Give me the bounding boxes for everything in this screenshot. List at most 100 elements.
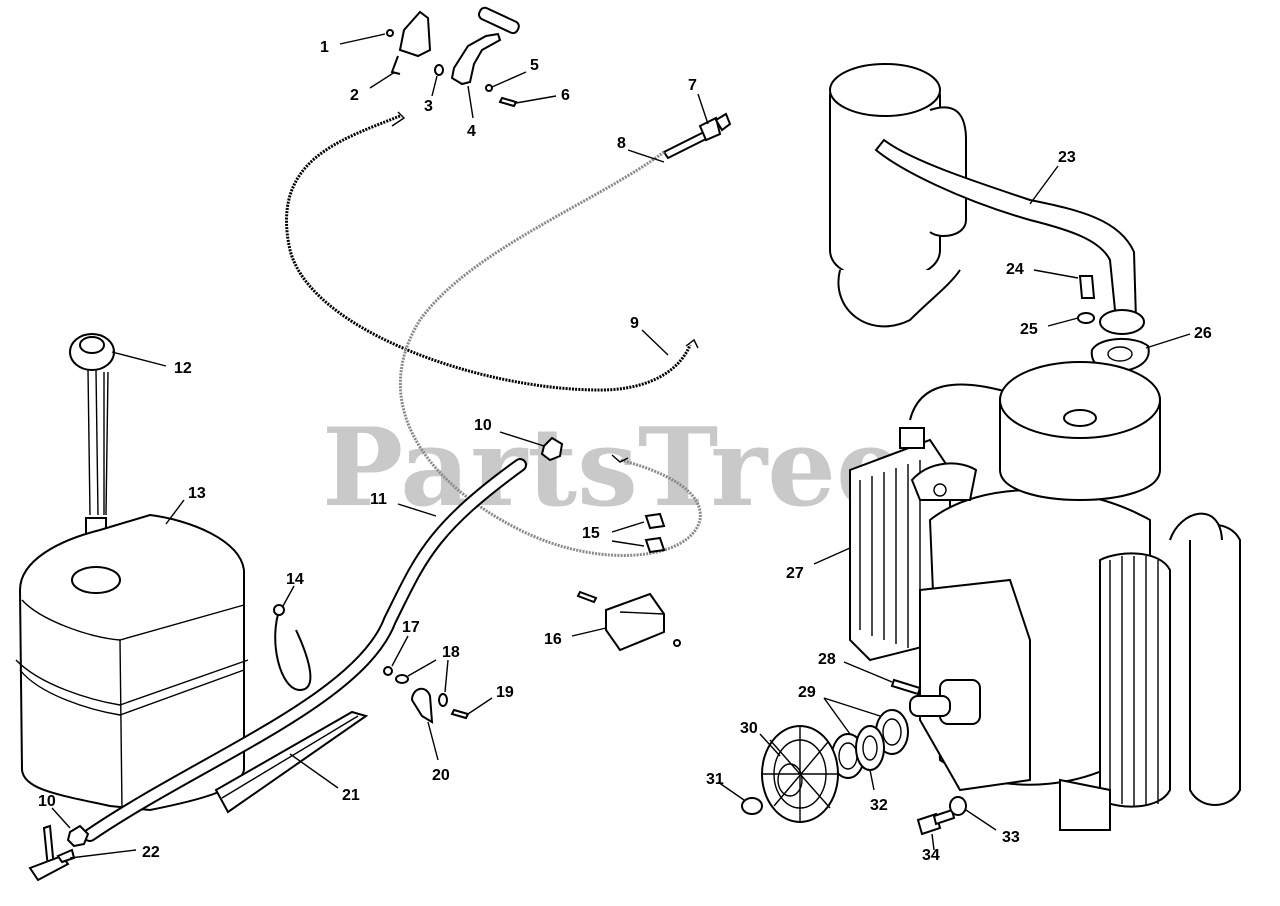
callout-22[interactable]: 22 [142,844,160,861]
carburetor-hole [933,483,947,497]
callout-34[interactable]: 34 [922,847,940,864]
muffler-assembly [829,63,1150,374]
callout-29[interactable]: 29 [798,684,816,701]
part-4-lever-knob [477,6,520,35]
tank-corner-edge [119,639,123,811]
part-20-clamp[interactable] [410,687,434,724]
air-cleaner-nut [1063,409,1097,427]
engine-mount [1059,778,1111,831]
callout-6[interactable]: 6 [561,87,570,104]
part-9-throttle-cable[interactable] [285,114,692,392]
callout-2[interactable]: 2 [350,87,359,104]
muffler-top [829,63,941,117]
callout-7[interactable]: 7 [688,77,697,94]
left-cylinder-fins [859,460,921,648]
engine-assembly [849,361,1241,831]
callout-24[interactable]: 24 [1006,261,1024,278]
bearing-hole [862,735,878,761]
callout-10-top[interactable]: 10 [474,417,492,434]
part-5-nut[interactable] [485,84,493,92]
part-18-washer-right[interactable] [438,693,448,707]
part-14-clip-ring [273,604,285,616]
part-22-fuel-fitting[interactable] [28,824,76,882]
leader-lines [51,33,1191,859]
part-31-washer[interactable] [741,797,763,815]
part-2-bracket-tab [390,55,401,75]
part-24-bolt[interactable] [1078,275,1096,299]
callout-8[interactable]: 8 [617,135,626,152]
callout-9[interactable]: 9 [630,315,639,332]
part-2-bracket[interactable] [398,10,432,58]
choke-cable-assembly [662,112,732,160]
part-4-lever[interactable] [450,32,502,86]
part-10-clamp-top[interactable] [540,436,564,462]
fuel-cap-center [79,336,105,354]
right-cylinder-cover [1189,524,1241,806]
callout-4[interactable]: 4 [467,123,476,140]
fuel-gauge-tubes [87,369,109,516]
part-32-bearing[interactable] [855,725,885,771]
throttle-cable-end [391,111,406,127]
carburetor-plate [910,462,978,501]
part-25-washer[interactable] [1077,312,1095,324]
callout-33[interactable]: 33 [1002,829,1020,846]
part-6-bolt[interactable] [498,96,518,108]
callout-26[interactable]: 26 [1194,325,1212,342]
part-7-nut[interactable] [698,116,722,142]
part-8-choke-cable[interactable] [398,150,702,557]
callout-28[interactable]: 28 [818,651,836,668]
part-17-nut[interactable] [383,666,393,676]
part-15-connector-1[interactable] [644,512,666,530]
part-15-connector-2[interactable] [644,536,666,554]
cables [285,111,702,557]
callout-3[interactable]: 3 [424,98,433,115]
part-34-bolt-shank [932,808,956,826]
callout-17[interactable]: 17 [402,619,420,636]
right-cylinder-head [1099,552,1171,808]
fuel-tank-assembly [15,333,249,812]
exhaust-pipe [874,138,1138,321]
part-19-bolt[interactable] [450,708,470,720]
throttle-cable-end-2 [685,338,699,349]
part-10-clamp-bottom[interactable] [66,824,90,848]
callout-15[interactable]: 15 [582,525,600,542]
spacer-right-hole [882,718,902,746]
part-1-screw[interactable] [386,29,394,37]
part-28-key[interactable] [890,678,922,696]
callout-16[interactable]: 16 [544,631,562,648]
air-cleaner-top [999,361,1161,439]
gasket-hole [1107,346,1133,362]
callout-12[interactable]: 12 [174,360,192,377]
callout-31[interactable]: 31 [706,771,724,788]
callout-23[interactable]: 23 [1058,149,1076,166]
callout-20[interactable]: 20 [432,767,450,784]
part-18-washer-left[interactable] [395,674,409,684]
part-14-hose-clip[interactable] [274,607,312,692]
crankshaft [909,695,951,717]
right-hose [1169,512,1223,541]
callout-25[interactable]: 25 [1020,321,1038,338]
callout-1[interactable]: 1 [320,39,329,56]
callout-21[interactable]: 21 [342,787,360,804]
part-21-fuel-line-guard[interactable] [214,710,369,814]
part-33-washer[interactable] [949,796,967,816]
part-3-washer[interactable] [434,64,444,76]
callout-30[interactable]: 30 [740,720,758,737]
callout-14[interactable]: 14 [286,571,304,588]
callout-18[interactable]: 18 [442,644,460,661]
callout-10-bottom[interactable]: 10 [38,793,56,810]
part-7-knob [714,112,732,132]
right-cylinder-fins [1109,556,1159,806]
callout-19[interactable]: 19 [496,684,514,701]
tank-filler-neck [71,566,121,594]
hose-fitting [899,427,925,449]
part-30-gear[interactable] [761,725,839,823]
callout-32[interactable]: 32 [870,797,888,814]
guard-edge [221,715,359,799]
callout-27[interactable]: 27 [786,565,804,582]
callout-5[interactable]: 5 [530,57,539,74]
tank-strap-2 [19,669,245,716]
callout-13[interactable]: 13 [188,485,206,502]
callout-11[interactable]: 11 [370,491,387,508]
part-16-bracket[interactable] [576,590,681,652]
